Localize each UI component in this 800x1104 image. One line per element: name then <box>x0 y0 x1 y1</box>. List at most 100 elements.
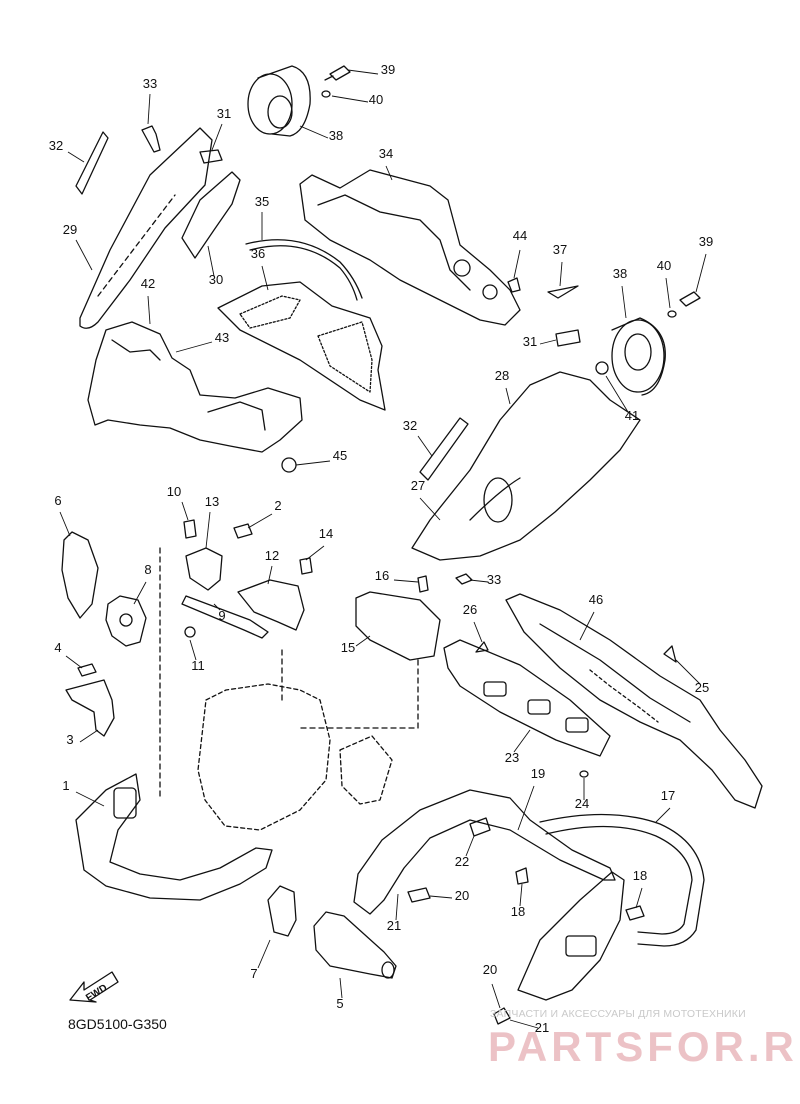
part-12-bracket <box>237 579 305 631</box>
callout-6: 6 <box>54 493 61 508</box>
leader-line-20 <box>491 983 501 1009</box>
leader-line-32 <box>417 435 433 457</box>
leader-line-21 <box>509 1019 539 1029</box>
leader-line-39 <box>695 253 707 293</box>
part-8-bracket <box>105 595 147 647</box>
leader-line-9 <box>213 603 221 611</box>
callout-9: 9 <box>218 608 225 623</box>
part-39-bolt-right <box>679 291 701 307</box>
part-14-bolt <box>299 557 313 575</box>
part-lower-side-panel <box>517 871 625 1001</box>
part-41-nut <box>595 361 609 375</box>
callout-30: 30 <box>209 272 223 287</box>
part-29-side-panel-left <box>79 127 213 329</box>
part-20-bolt <box>407 887 431 903</box>
leader-line-37 <box>559 261 563 287</box>
leader-line-45 <box>295 460 331 466</box>
leader-line-5 <box>339 977 343 999</box>
part-4-bolt <box>77 663 97 677</box>
callout-17: 17 <box>661 788 675 803</box>
callout-25: 25 <box>695 680 709 695</box>
callout-32: 32 <box>403 418 417 433</box>
callout-32: 32 <box>49 138 63 153</box>
part-32-strip-left <box>75 131 109 195</box>
callout-4: 4 <box>54 640 61 655</box>
callout-19: 19 <box>531 766 545 781</box>
callout-46: 46 <box>589 592 603 607</box>
part-3-bracket <box>65 679 115 737</box>
part-39-bolt-top <box>321 65 351 98</box>
leader-line-30 <box>207 245 215 277</box>
callout-40: 40 <box>657 258 671 273</box>
callout-34: 34 <box>379 146 393 161</box>
part-18-bolt <box>515 867 529 885</box>
callout-8: 8 <box>144 562 151 577</box>
callout-15: 15 <box>341 640 355 655</box>
callout-12: 12 <box>265 548 279 563</box>
part-23-inner-panel <box>443 639 611 757</box>
callout-33: 33 <box>487 572 501 587</box>
leader-line-32 <box>67 151 85 163</box>
leader-line-12 <box>267 565 273 585</box>
callout-23: 23 <box>505 750 519 765</box>
leader-line-8 <box>133 581 147 605</box>
callout-10: 10 <box>167 484 181 499</box>
part-5-duct <box>313 911 397 979</box>
leader-line-36 <box>261 265 269 291</box>
leader-line-31 <box>539 339 557 345</box>
leader-line-1 <box>75 791 105 807</box>
part-10-bolt <box>183 519 197 539</box>
leader-line-17 <box>655 807 671 823</box>
part-22-grommet <box>469 817 491 837</box>
callout-41: 41 <box>625 408 639 423</box>
part-1-front-cowl <box>75 773 273 901</box>
leader-line-27 <box>419 497 441 521</box>
leader-line-18 <box>519 883 523 907</box>
leader-line-3 <box>79 729 99 743</box>
leader-line-23 <box>513 729 531 753</box>
part-42-lower-bracket <box>87 321 303 453</box>
part-9-stay <box>181 595 269 639</box>
watermark-tagline: ЗАПЧАСТИ И АКСЕССУАРЫ ДЛЯ МОТОТЕХНИКИ <box>490 1008 746 1020</box>
leader-line-2 <box>247 513 273 529</box>
part-16-screw <box>417 575 429 593</box>
diagram-code: 8GD5100-G350 <box>68 1016 167 1032</box>
part-28-side-panel-right <box>411 371 641 561</box>
part-24-clip <box>579 770 589 778</box>
leader-line-13 <box>205 511 211 549</box>
callout-42: 42 <box>141 276 155 291</box>
leader-line-15 <box>355 635 371 647</box>
part-25-rivet <box>663 645 677 663</box>
leader-line-25 <box>675 659 701 685</box>
part-31-pad-top <box>199 149 223 164</box>
leader-line-33 <box>469 579 489 583</box>
callout-13: 13 <box>205 494 219 509</box>
callout-16: 16 <box>375 568 389 583</box>
callout-38: 38 <box>329 128 343 143</box>
leader-line-22 <box>465 835 475 857</box>
callout-20: 20 <box>483 962 497 977</box>
callout-44: 44 <box>513 228 527 243</box>
part-19-lower-bracket <box>353 789 616 915</box>
callout-20: 20 <box>455 888 469 903</box>
callout-28: 28 <box>495 368 509 383</box>
part-30-bracket <box>181 171 241 259</box>
part-44-screw <box>507 277 521 293</box>
leader-line-19 <box>517 785 535 831</box>
part-32-strip-right <box>419 417 469 481</box>
callout-39: 39 <box>381 62 395 77</box>
callout-7: 7 <box>250 966 257 981</box>
leader-line-31 <box>211 123 223 151</box>
callout-40: 40 <box>369 92 383 107</box>
part-7-bracket <box>267 885 297 937</box>
part-6-cover <box>61 531 99 619</box>
leader-line-28 <box>505 387 511 405</box>
leader-line-46 <box>579 611 595 641</box>
callout-35: 35 <box>255 194 269 209</box>
leader-line-41 <box>605 375 629 413</box>
callout-39: 39 <box>699 234 713 249</box>
callout-18: 18 <box>511 904 525 919</box>
watermark-brand: PARTSFOR.RU <box>488 1023 800 1070</box>
leader-line-33 <box>147 93 151 125</box>
leader-line-34 <box>385 165 393 181</box>
